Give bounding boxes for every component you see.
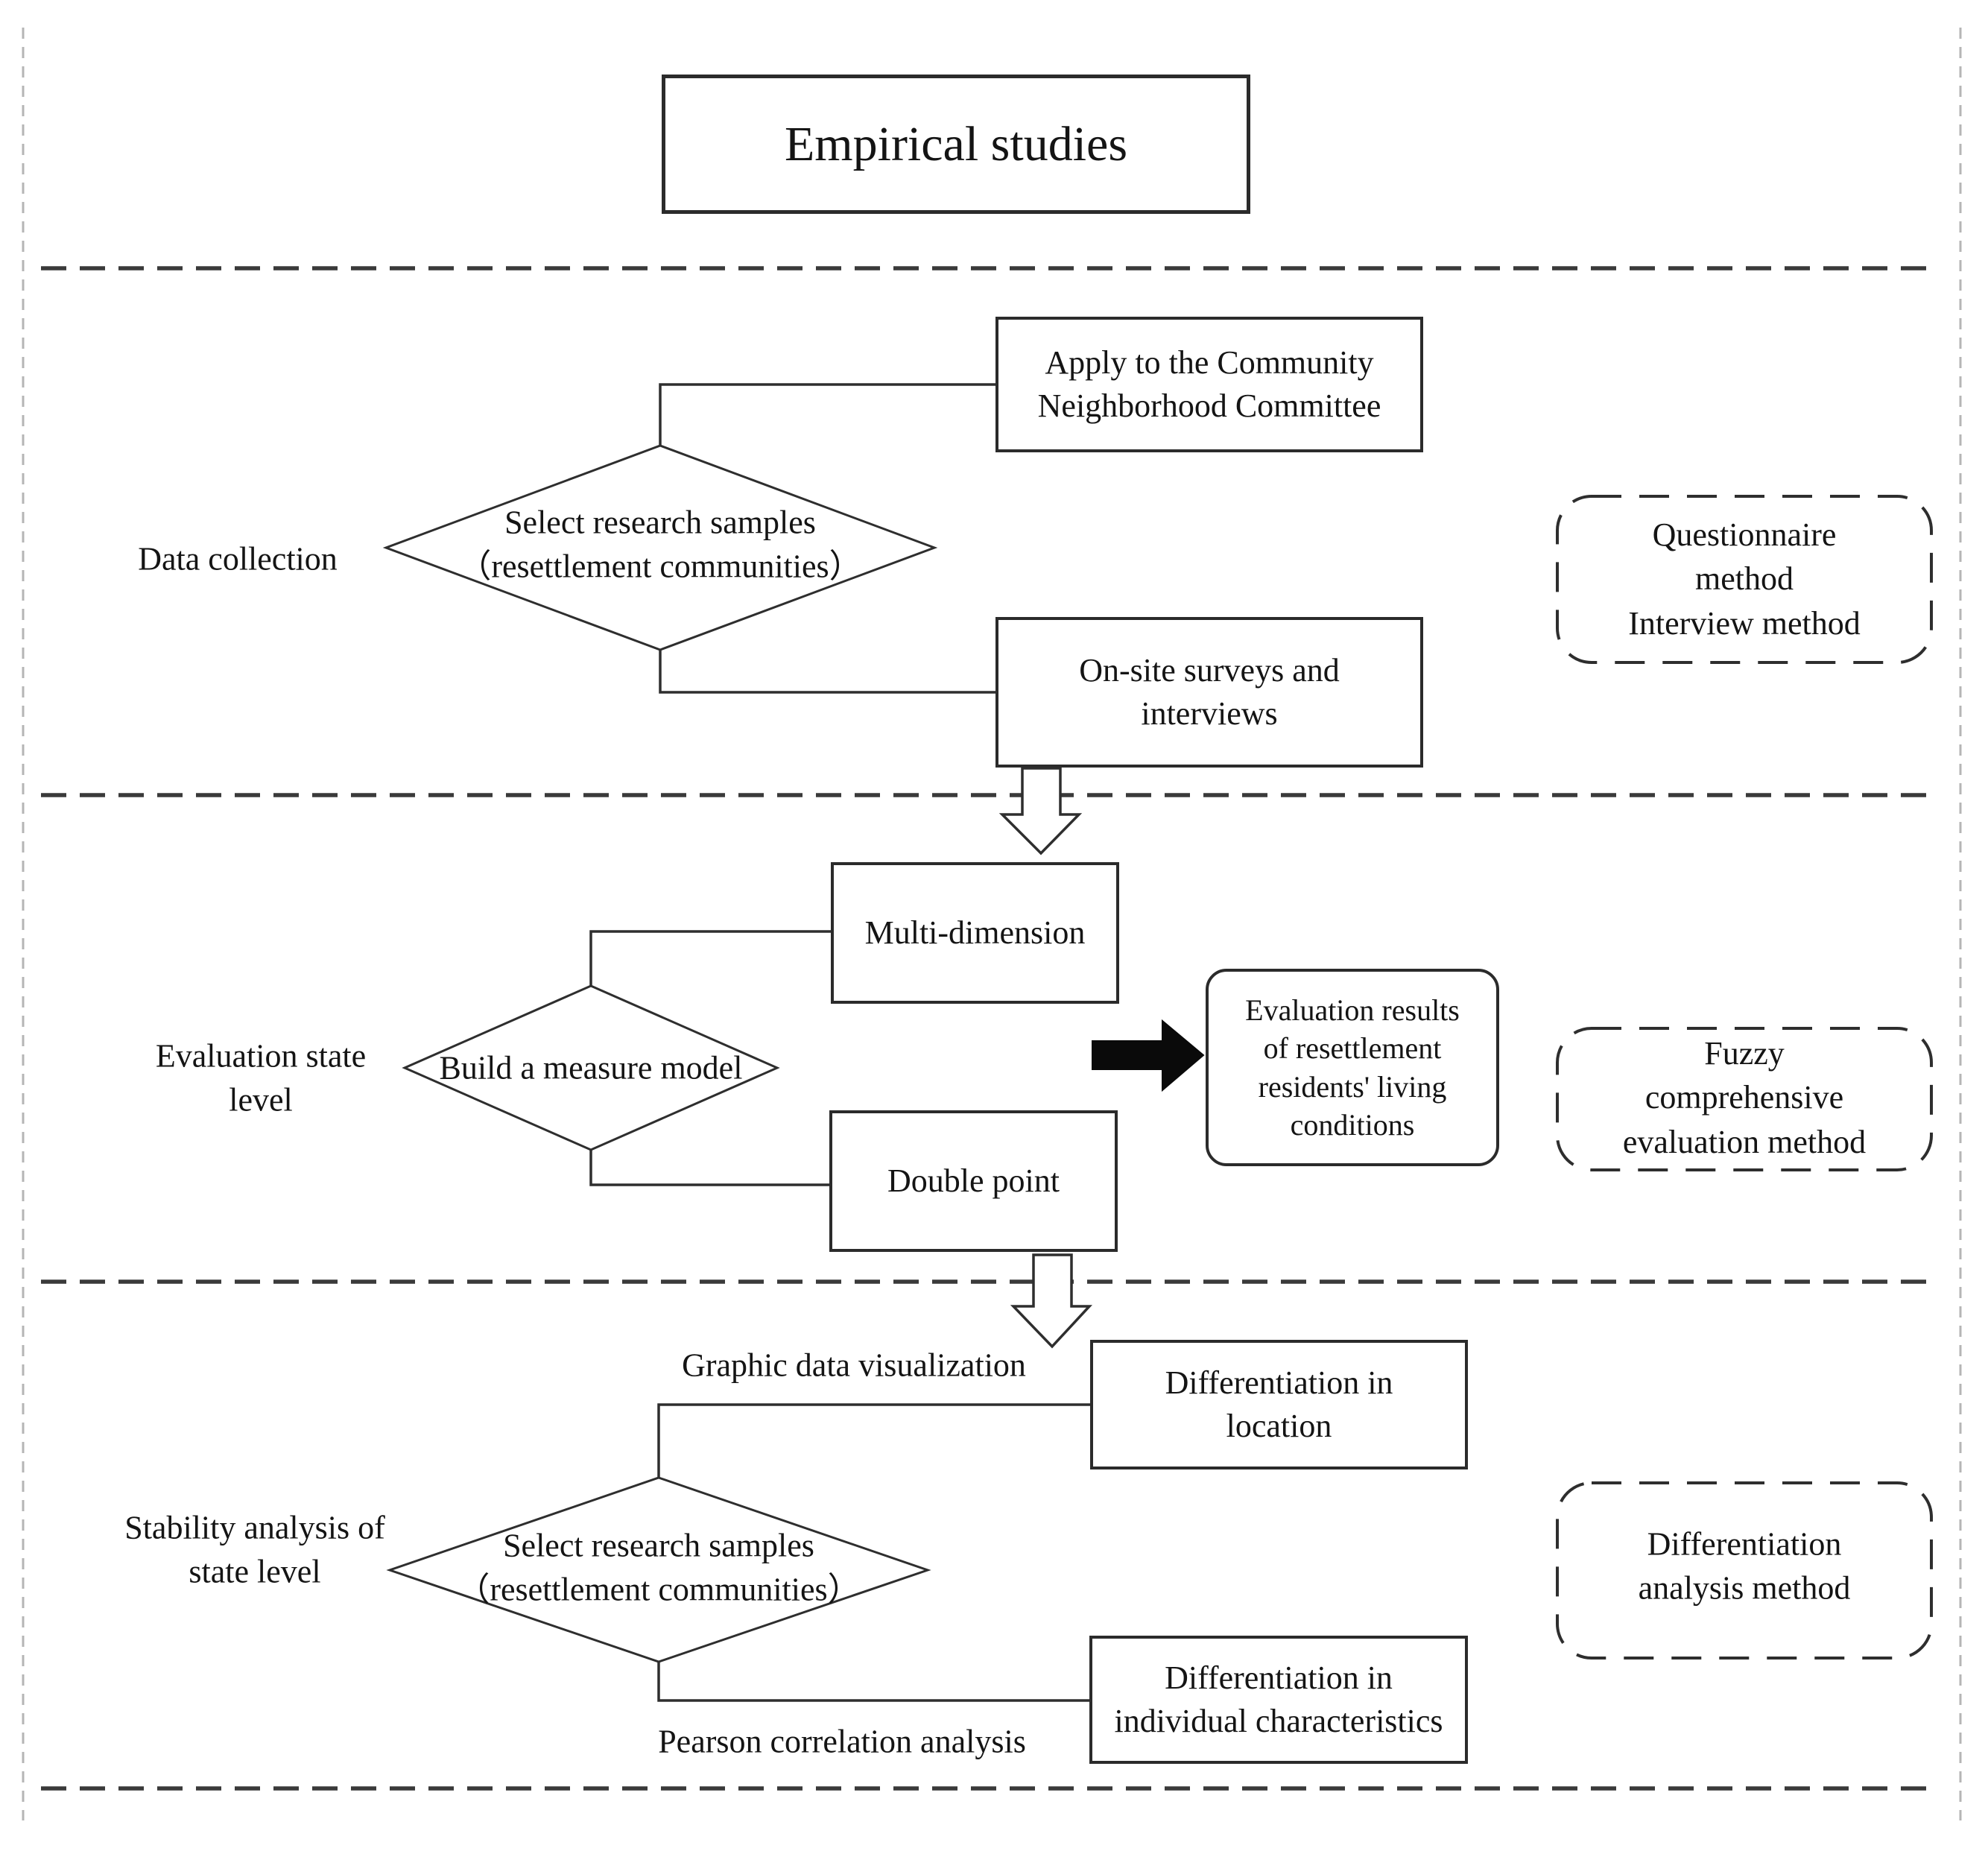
differentiation-location-box: Differentiation in location [1090,1340,1468,1469]
connector-s3-diamond-to-bottom-box [657,1662,1089,1702]
onsite-surveys-box: On-site surveys and interviews [995,617,1423,768]
connector-s1-diamond-to-bottom-box [659,650,995,694]
method-box-outline-fuzzy [1556,1027,1933,1171]
diamond1-text: Select research samples （resettlement co… [458,504,862,585]
fuzzy-method-text: Fuzzy comprehensive evaluation method [1622,1034,1867,1160]
connector-s1-diamond-to-top-box [659,383,995,446]
method-box-outline-questionnaire [1556,495,1933,664]
pearson-correlation-label: Pearson correlation analysis [658,1723,1026,1760]
section2-label: Evaluation state level [155,1037,367,1119]
connector-s2-diamond-to-bottom-box [589,1150,829,1186]
evaluation-results-box: Evaluation results of resettlement resid… [1206,969,1499,1166]
down-arrow-icon-1 [998,767,1083,855]
diamond-select-research-samples-1 [382,444,938,651]
apply-committee-box: Apply to the Community Neighborhood Comm… [995,317,1423,452]
connector-s3-diamond-to-top-box [657,1403,1090,1478]
section3-label: Stability analysis of state level [124,1509,385,1590]
right-arrow-icon [1092,1019,1205,1092]
diamond-build-measure-model [402,984,780,1151]
diamond2-text: Build a measure model [439,1049,743,1086]
differentiation-method-text: Differentiation analysis method [1638,1525,1851,1607]
graphic-data-visualization-label: Graphic data visualization [682,1347,1026,1384]
section1-label: Data collection [138,540,338,578]
connector-s2-diamond-to-top-box [589,930,831,986]
down-arrow-icon-2 [1010,1253,1093,1349]
differentiation-individual-box: Differentiation in individual characteri… [1089,1636,1468,1764]
multi-dimension-box: Multi-dimension [831,862,1119,1004]
double-point-box: Double point [829,1110,1118,1252]
diamond-select-research-samples-2 [386,1476,931,1663]
method-box-outline-differentiation [1556,1481,1933,1660]
title-box: Empirical studies [662,75,1250,214]
questionnaire-method-text: Questionnaire method Interview method [1628,516,1861,642]
diamond3-text: Select research samples （resettlement co… [457,1527,861,1608]
